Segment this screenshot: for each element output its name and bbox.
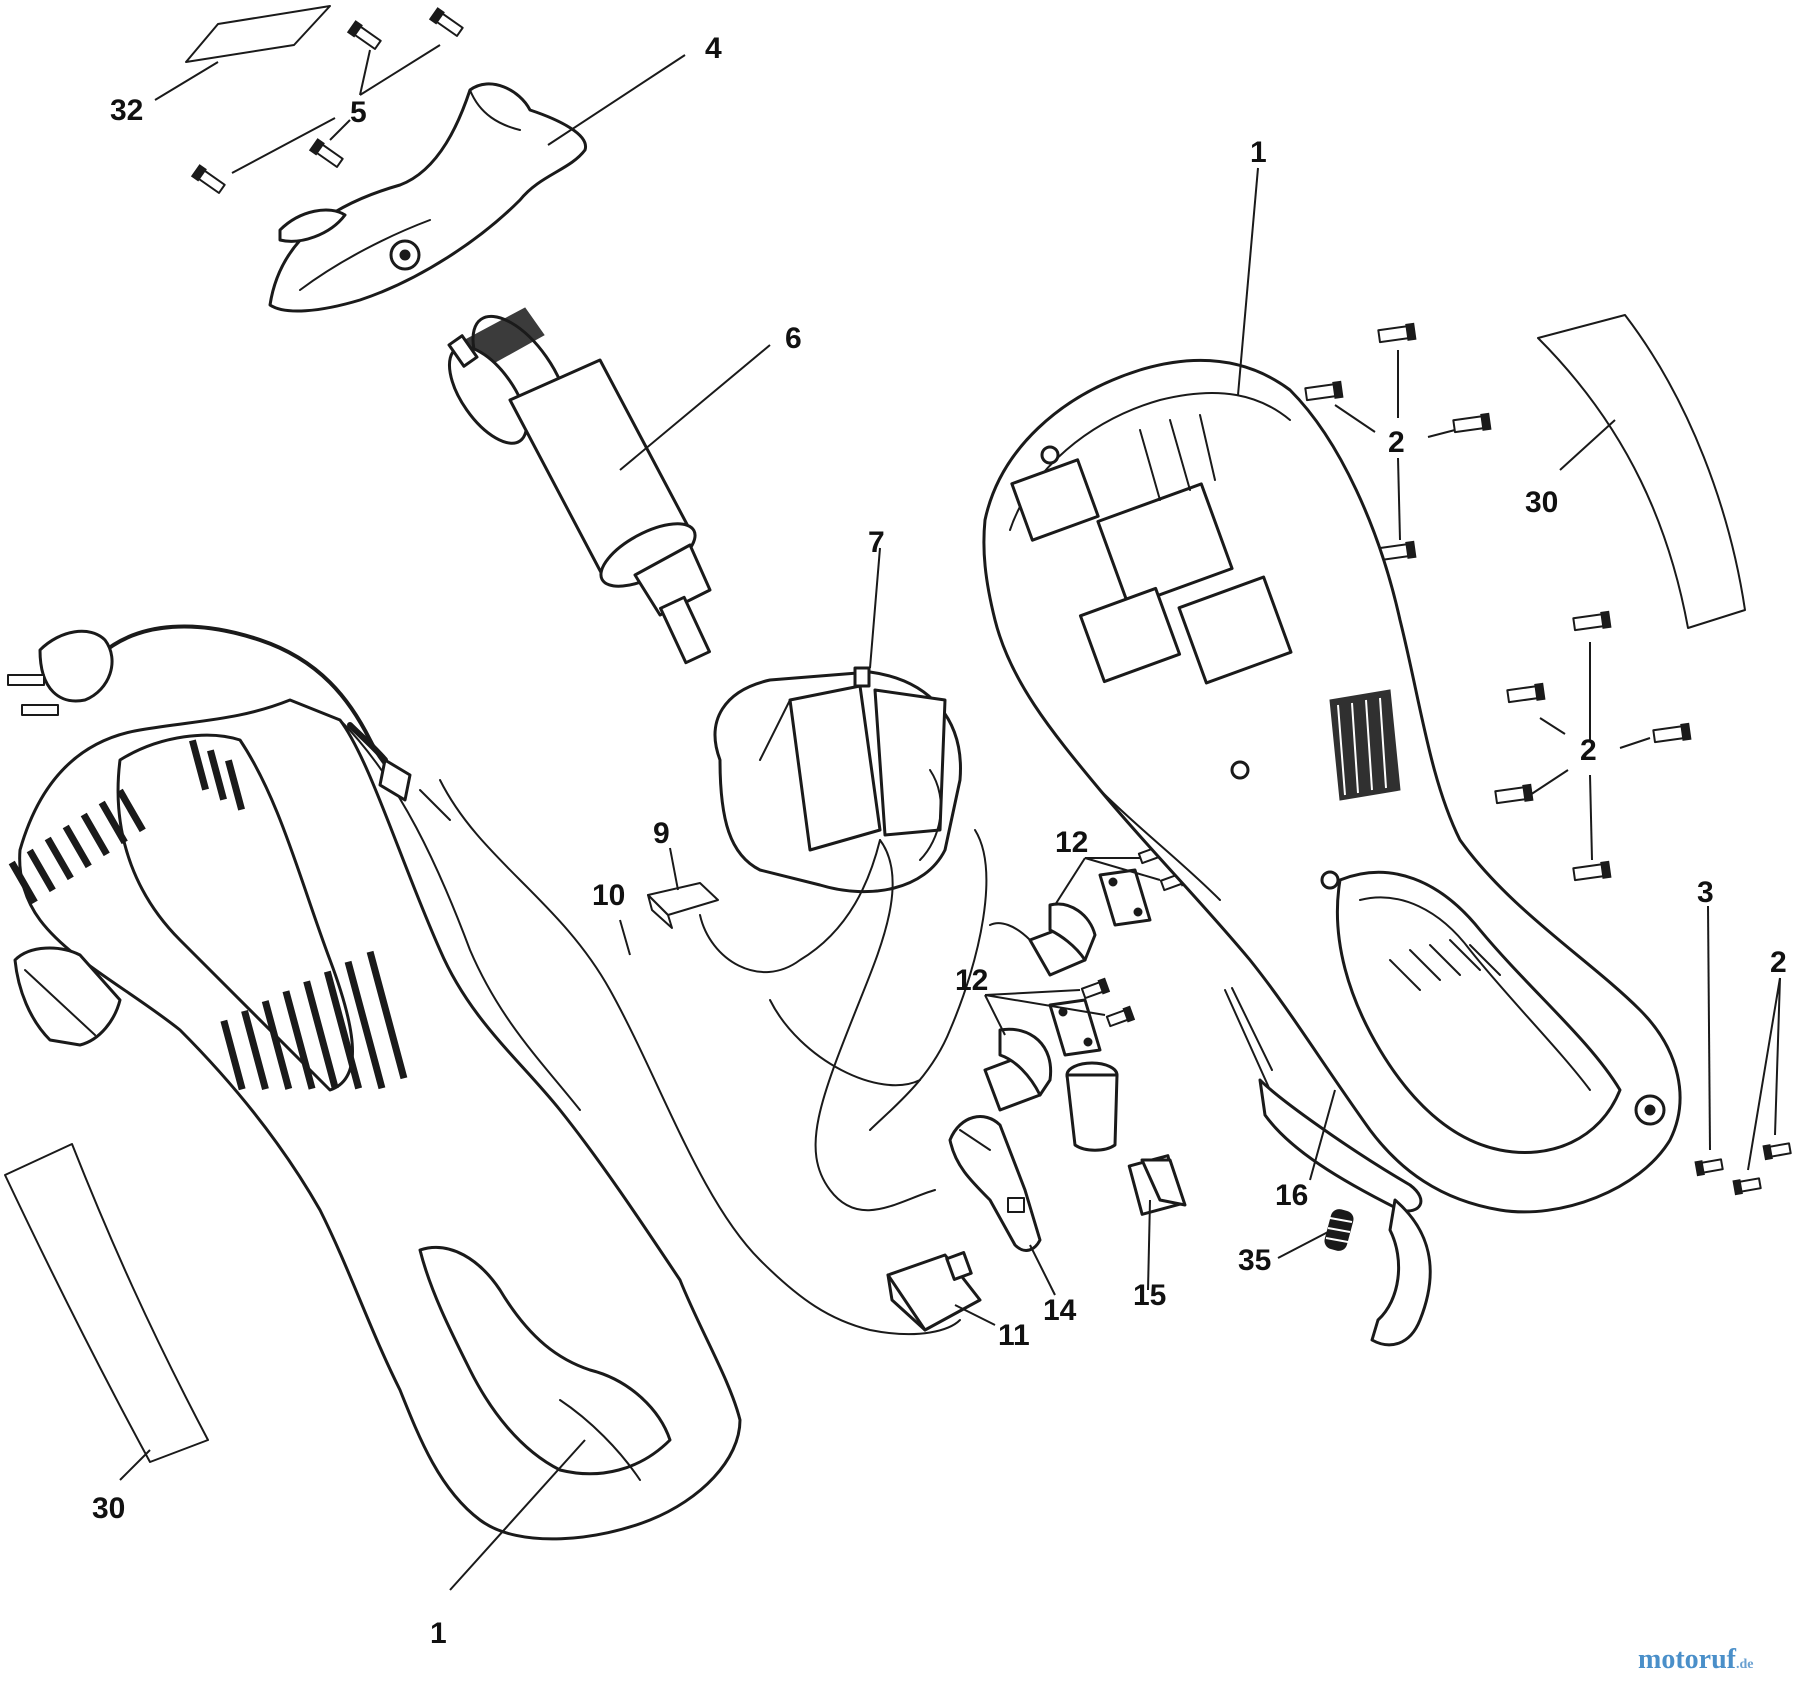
callout-4: 4 — [705, 32, 722, 65]
callout-12-b: 12 — [955, 964, 988, 997]
switch-11 — [886, 1251, 982, 1332]
callout-5: 5 — [350, 96, 367, 129]
screws-2 — [1304, 322, 1692, 882]
callout-32: 32 — [110, 94, 143, 127]
svg-text:motoruf.de: motoruf.de — [1638, 1644, 1753, 1675]
callout-15: 15 — [1133, 1279, 1166, 1312]
callout-30-right: 30 — [1525, 486, 1558, 519]
callout-14: 14 — [1043, 1294, 1077, 1327]
callout-1-top: 1 — [1250, 136, 1267, 169]
callout-16: 16 — [1275, 1179, 1308, 1212]
stator-7 — [713, 666, 962, 894]
callout-6: 6 — [785, 322, 802, 355]
lever-16 — [1224, 987, 1432, 1347]
callout-30-left: 30 — [92, 1492, 125, 1525]
brush-holder-12b — [983, 977, 1136, 1112]
watermark-logo: motoruf.de — [1638, 1644, 1753, 1675]
vent-slots-upper — [8, 739, 245, 905]
callout-11: 11 — [998, 1319, 1030, 1352]
spring-35 — [1324, 1209, 1354, 1251]
callout-1-bottom: 1 — [430, 1617, 447, 1650]
front-cover-4 — [268, 82, 587, 313]
warning-label-30-right — [1537, 314, 1746, 629]
label-sheet-32 — [185, 5, 331, 63]
warning-label-30-left — [4, 1143, 209, 1463]
screws-3-and-2 — [1694, 1142, 1792, 1196]
watermark-text: motoruf — [1638, 1644, 1737, 1675]
callout-2-c: 2 — [1770, 946, 1787, 979]
connector-9 — [647, 882, 719, 929]
brush-holder-12a — [989, 842, 1190, 977]
vent-slots-lower — [220, 950, 408, 1091]
watermark-suffix: .de — [1736, 1657, 1754, 1672]
bushing-15 — [1065, 1061, 1187, 1216]
screws-5 — [190, 7, 464, 194]
callout-35: 35 — [1238, 1244, 1271, 1277]
armature-6 — [447, 307, 712, 665]
callout-2-a: 2 — [1388, 426, 1405, 459]
callout-2-b: 2 — [1580, 734, 1597, 767]
trigger-14 — [948, 1115, 1042, 1252]
callout-9: 9 — [653, 817, 670, 850]
leader-lines — [119, 44, 1781, 1591]
callouts: 32 5 4 6 1 2 30 7 2 9 10 12 12 3 2 16 35… — [92, 32, 1787, 1650]
wiring-10 — [419, 779, 988, 1336]
callout-7: 7 — [868, 526, 885, 559]
callout-3: 3 — [1697, 876, 1714, 909]
callout-12-a: 12 — [1055, 826, 1088, 859]
housing-half-left-1 — [7, 624, 742, 1541]
callout-10: 10 — [592, 879, 625, 912]
housing-half-right-1 — [982, 359, 1682, 1214]
